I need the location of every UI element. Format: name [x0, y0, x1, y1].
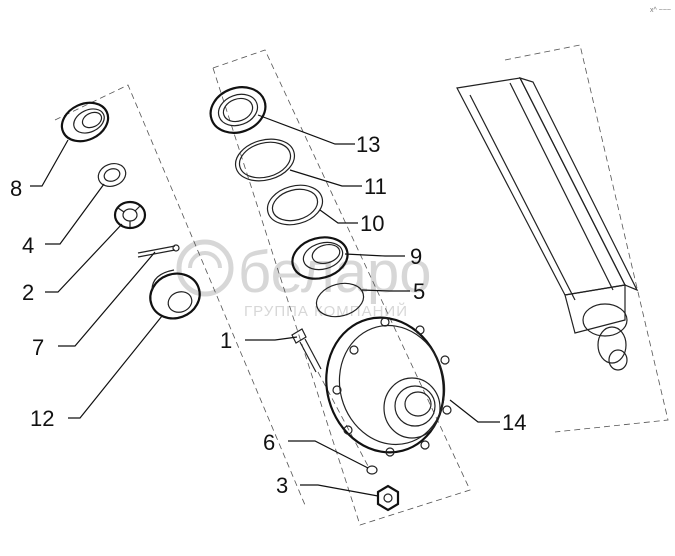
callout-6: 6	[263, 430, 275, 455]
callout-5: 5	[413, 279, 425, 304]
part-11-gasket	[234, 138, 296, 182]
part-4-washer-hole	[103, 168, 121, 182]
assembly-frames	[54, 44, 669, 526]
part-3-nut	[376, 484, 400, 512]
leader-4	[45, 183, 105, 245]
leader-lines	[30, 114, 500, 497]
axle-drawing	[456, 77, 639, 371]
callout-4: 4	[22, 233, 34, 258]
center-frame-outline	[212, 49, 471, 526]
leader-12	[68, 315, 163, 419]
watermark-logo-inner-icon	[188, 251, 222, 269]
leader-2	[45, 223, 123, 293]
callout-13: 13	[356, 132, 380, 157]
callout-11: 11	[364, 174, 387, 199]
part-14-hub	[325, 316, 452, 457]
right-frame-outline	[504, 44, 669, 433]
part-12-cap	[149, 269, 201, 320]
leader-14	[449, 399, 500, 423]
part-10-gasket	[266, 184, 324, 226]
leader-9	[344, 253, 405, 257]
callout-labels: 13 11 10 9 5 8 4 2 7 12 1 14 6 3	[10, 132, 526, 498]
part-1-bolt	[291, 328, 369, 467]
left-frame-outline	[54, 84, 306, 506]
leader-11	[289, 169, 362, 187]
leader-3	[300, 484, 379, 497]
callout-10: 10	[360, 211, 384, 236]
watermark-logo-icon	[176, 239, 234, 297]
callout-3: 3	[276, 473, 288, 498]
part-13-seal	[209, 86, 267, 134]
callout-14: 14	[502, 410, 526, 435]
part-8-bearing	[60, 101, 110, 143]
part-10-gasket-inner	[271, 188, 319, 222]
corner-mark: x^ ~~~	[650, 7, 671, 14]
part-5-ring	[315, 282, 365, 318]
axle-side	[518, 77, 639, 292]
callout-1: 1	[220, 328, 232, 353]
leader-10	[319, 209, 358, 224]
axle-end-block	[564, 284, 626, 334]
part-2-castle-nut	[113, 200, 147, 230]
spindle-shaft	[597, 326, 627, 364]
leader-5	[361, 289, 410, 292]
part-9-bearing	[291, 236, 349, 280]
part-7-cotter-pin	[137, 244, 180, 258]
callout-12: 12	[30, 406, 54, 431]
callout-9: 9	[410, 244, 422, 269]
leader-1	[245, 336, 298, 341]
axle-edge	[469, 94, 576, 301]
axle-edge-2	[509, 82, 614, 291]
watermark-tagline: ГРУППА КОМПАНИЙ	[244, 302, 408, 320]
leader-7	[58, 251, 156, 347]
callout-2: 2	[22, 280, 34, 305]
leader-13	[257, 114, 355, 145]
callout-7: 7	[32, 335, 44, 360]
part-6-washer	[366, 465, 378, 475]
spindle-collar	[582, 303, 628, 337]
spindle-tip	[608, 349, 628, 371]
part-11-gasket-inner	[238, 141, 292, 179]
leader-8	[30, 139, 69, 187]
part-4-washer	[97, 163, 127, 187]
callout-8: 8	[10, 176, 22, 201]
leader-6	[288, 440, 369, 469]
